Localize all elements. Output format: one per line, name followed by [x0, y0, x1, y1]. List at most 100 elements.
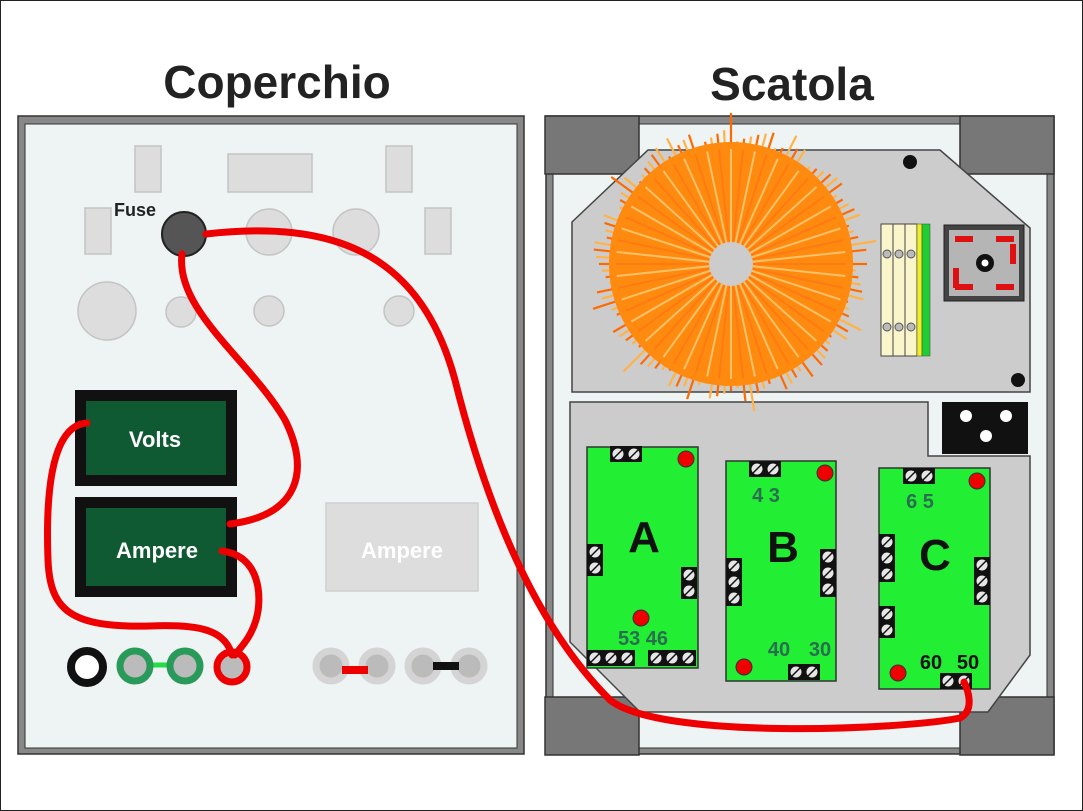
winding-line: [739, 283, 779, 370]
ampere-meter: Ampere: [75, 497, 237, 597]
mount-hole-2: [1011, 373, 1025, 387]
toroidal-transformer: [592, 113, 877, 412]
wiring: [44, 227, 973, 733]
ghost-display: [227, 153, 313, 193]
ghost-switch-2: [385, 145, 413, 193]
terminal-slot: [807, 667, 817, 677]
terminal-slot: [977, 560, 987, 570]
wire-fuse-to-c50: [202, 227, 973, 733]
winding-line: [662, 170, 719, 247]
board-b-left-terminal: [726, 558, 742, 606]
ghost-post-1: [312, 647, 350, 685]
board-a: A 53 46: [586, 446, 699, 669]
socket-hole: [980, 430, 992, 442]
winding-line: [625, 272, 712, 312]
inlet-earth-center: [981, 259, 989, 267]
board-c-number-60: 60: [920, 652, 942, 674]
terminal-slot: [629, 449, 639, 459]
volt-meter-label: Volts: [129, 427, 181, 452]
board-a-right-terminal: [681, 567, 697, 599]
winding-line: [630, 205, 713, 254]
terminal-slot: [882, 609, 892, 619]
board-b-letter: B: [767, 523, 799, 572]
terminal-slot: [823, 552, 833, 562]
winding-line: [752, 265, 846, 278]
toroid-hole: [709, 242, 753, 286]
terminal-slot: [729, 561, 739, 571]
mount-hole-1: [903, 155, 917, 169]
board-c-pcb: [878, 467, 991, 690]
board-a-bottom-terminal-2: [648, 650, 696, 666]
terminal-slot: [882, 625, 892, 635]
mains-inlet: [943, 224, 1025, 302]
winding-line: [741, 282, 790, 365]
board-c-right-terminal: [974, 557, 990, 605]
winding-line: [752, 250, 846, 263]
post-black: [67, 647, 107, 687]
title-box: Scatola: [710, 58, 874, 110]
winding-line: [618, 267, 710, 289]
strip-screw: [894, 322, 904, 332]
board-a-pcb: [586, 446, 699, 669]
terminal-slot: [606, 653, 616, 663]
board-c-top-terminal: [903, 468, 935, 484]
ampere-meter-label: Ampere: [116, 538, 198, 563]
strip-yellow: [916, 223, 923, 357]
socket-body: [942, 402, 1028, 454]
winding-line: [694, 284, 726, 374]
terminal-slot: [729, 577, 739, 587]
winding-line: [752, 267, 844, 289]
terminal-slot: [684, 586, 694, 596]
winding-line: [717, 149, 730, 243]
strip-screw: [906, 249, 916, 259]
winding-line: [736, 284, 768, 374]
winding-line: [746, 277, 818, 342]
strip-screw: [906, 322, 916, 332]
board-b-number-30: 30: [809, 639, 831, 661]
ghost-led-3: [383, 295, 415, 327]
winding-line: [717, 285, 730, 379]
board-a-led: [632, 609, 650, 627]
winding-line: [672, 282, 721, 365]
board-b-top-terminal: [749, 461, 781, 477]
strip-screw: [894, 249, 904, 259]
corner-post-tr: [959, 115, 1055, 175]
terminal-slot: [768, 464, 778, 474]
winding-line: [744, 279, 809, 351]
winding-line: [630, 274, 713, 323]
inlet-pin: [953, 268, 959, 288]
board-b-pcb: [725, 460, 837, 682]
winding-line: [694, 154, 726, 244]
ghost-link-red: [342, 666, 368, 674]
output-socket: [942, 402, 1028, 454]
strip-2: [892, 223, 906, 357]
ampere-meter-screen: [86, 508, 226, 586]
winding-line: [621, 269, 711, 301]
title-lid: Coperchio: [163, 56, 390, 108]
board-c-led: [889, 664, 907, 682]
inlet-pin: [955, 284, 973, 290]
post-green-2: [166, 647, 204, 685]
board-c-led: [968, 472, 986, 490]
terminal-slot: [683, 653, 693, 663]
terminal-slot: [729, 593, 739, 603]
ghost-link-black: [433, 662, 459, 670]
terminal-slot: [752, 464, 762, 474]
board-a-bottom-terminal-1: [587, 650, 635, 666]
ghost-knob-3: [77, 281, 137, 341]
board-b-bottom-terminal: [788, 664, 820, 680]
board-a-top-terminal: [610, 446, 642, 462]
winding-line: [749, 274, 832, 323]
terminal-slot: [882, 569, 892, 579]
winding-line: [751, 269, 841, 301]
board-b-top-numbers: 4 3: [752, 485, 780, 507]
ghost-led-2: [253, 295, 285, 327]
winding-line: [672, 163, 721, 246]
toroid-inner-windings: [616, 149, 846, 379]
terminal-slot: [684, 570, 694, 580]
winding-line: [616, 265, 710, 278]
winding-line: [734, 151, 756, 243]
ampere-ghost-body: [325, 502, 479, 592]
strip-screw: [882, 322, 892, 332]
winding-line: [653, 279, 718, 351]
